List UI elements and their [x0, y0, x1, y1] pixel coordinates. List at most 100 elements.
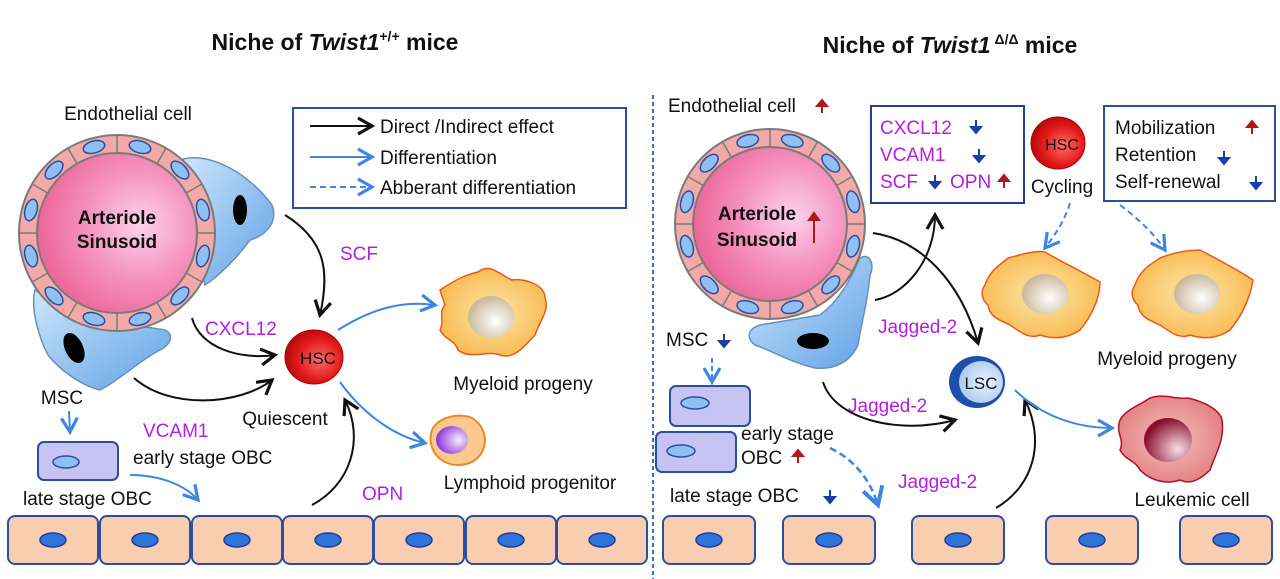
endothelial-nucleus	[44, 286, 64, 306]
down-arrow-icon	[1248, 176, 1264, 191]
hsc-label: HSC	[300, 349, 336, 368]
endothelial-to-factors-arrow	[874, 211, 945, 301]
hsc-state: Quiescent	[242, 409, 328, 430]
early-obc-label-line2: OBC	[741, 448, 782, 469]
up-arrow-icon	[1244, 119, 1260, 134]
endothelial-nucleus	[679, 234, 695, 258]
lymphoid-diff-arrow	[339, 381, 429, 450]
down-arrow-icon	[971, 149, 987, 164]
late-obc-cell	[7, 515, 99, 565]
late-obc-cell	[911, 515, 1005, 565]
factor-label: SCF	[880, 172, 918, 193]
hsc-state: Cycling	[1031, 177, 1093, 198]
vessel: Arteriole Sinusoid	[674, 128, 866, 320]
vessel: Arteriole Sinusoid	[18, 134, 216, 332]
endothelial-cell-border	[185, 183, 203, 194]
endothelial-cell-border	[185, 272, 203, 283]
signal-vcam1: VCAM1	[143, 421, 208, 442]
endothelial-nucleus	[170, 286, 190, 306]
endothelial-nucleus	[845, 234, 861, 258]
endothelial-nucleus	[821, 153, 841, 173]
myeloid-label: Myeloid progeny	[453, 374, 593, 395]
endothelial-nucleus	[44, 160, 64, 180]
late-obc-cell	[556, 515, 648, 565]
endothelial-cell-border	[31, 183, 49, 194]
endothelial-nucleus	[128, 311, 152, 327]
down-arrow-icon	[927, 175, 943, 190]
msc-label: MSC	[41, 388, 83, 409]
lymphoid-label: Lymphoid progenitor	[444, 473, 617, 494]
endothelial-cell-border	[687, 175, 704, 187]
aberrant-diff-arrow	[1119, 204, 1167, 253]
endothelial-nucleus	[128, 139, 152, 155]
late-obc-cell	[662, 515, 756, 565]
msc-label: MSC	[666, 330, 708, 351]
endothelial-nucleus	[170, 160, 190, 180]
late-obc-row	[7, 515, 648, 565]
factor-label: CXCL12	[880, 118, 952, 139]
endothelial-nucleus	[23, 244, 39, 268]
endothelial-cell-border	[721, 141, 733, 158]
late-obc-cell	[191, 515, 283, 565]
endothelial-nucleus	[195, 244, 211, 268]
legend-item: Direct /Indirect effect	[380, 117, 555, 138]
endothelial-nucleus	[780, 133, 804, 149]
late-obc-cell	[1045, 515, 1139, 565]
late-obc-label: late stage OBC	[23, 489, 152, 510]
late-obc-cell	[282, 515, 374, 565]
factor-label: VCAM1	[880, 145, 945, 166]
endothelial-nucleus	[845, 190, 861, 214]
myeloid-cell	[1131, 249, 1254, 339]
late-obc-label: late stage OBC	[670, 486, 799, 507]
msc-nucleus	[63, 333, 85, 363]
opn-arrow	[311, 397, 360, 506]
left-title: Niche of Twist1+/+ mice	[212, 28, 459, 55]
endothelial-nucleus	[736, 299, 760, 315]
early-obc-label: early stage OBC	[133, 448, 272, 469]
vessel-label-line1: Arteriole	[718, 204, 796, 225]
endothelial-cell-border	[67, 147, 78, 165]
late-obc-cell	[782, 515, 876, 565]
factor-label: OPN	[950, 172, 991, 193]
down-arrow-icon	[968, 120, 984, 135]
early-obc-label-line1: early stage	[741, 424, 834, 445]
endothelial-cell-border	[67, 301, 78, 319]
hsc-label: HSC	[1045, 137, 1079, 154]
endothelial-cell-border	[31, 272, 49, 283]
legend-item: Abberant differentiation	[380, 178, 576, 199]
endothelial-cell-border	[807, 141, 819, 158]
up-arrow-icon	[807, 211, 821, 243]
up-arrow-icon	[790, 448, 806, 463]
endothelial-nucleus	[82, 139, 106, 155]
vessel-label-line2: Sinusoid	[77, 232, 157, 253]
endothelial-label: Endothelial cell	[668, 96, 796, 117]
endothelial-cell-border	[836, 261, 853, 273]
leukemic-label: Leukemic cell	[1134, 490, 1249, 511]
hsc-effect-label: Retention	[1115, 145, 1196, 166]
msc-nucleus	[797, 333, 829, 349]
jagged2-label: Jagged-2	[898, 472, 977, 493]
late-obc-cell	[1179, 515, 1273, 565]
hsc-effect-label: Self-renewal	[1115, 172, 1221, 193]
late-obc-cell	[99, 515, 191, 565]
vessel-label-line1: Arteriole	[78, 208, 156, 229]
endothelial-nucleus	[82, 311, 106, 327]
endothelial-cell-border	[807, 290, 819, 307]
endothelial-cell-border	[721, 290, 733, 307]
legend-item: Differentiation	[380, 148, 497, 169]
early-obc-cell	[669, 385, 751, 427]
early-obc-cell	[37, 441, 119, 481]
left-panel: Niche of Twist1+/+ mice Endothelial cell…	[7, 28, 648, 565]
myeloid-cell	[439, 267, 547, 357]
myeloid-diff-arrow	[337, 293, 439, 331]
endothelial-cell-border	[687, 261, 704, 273]
hsc-cell: HSC	[1030, 116, 1086, 170]
up-arrow-icon	[814, 98, 830, 113]
jagged2-arrow	[872, 232, 984, 347]
late-obc-cell	[373, 515, 465, 565]
jagged2-arrow	[995, 397, 1040, 509]
jagged2-label: Jagged-2	[848, 396, 927, 417]
vessel-label-line2: Sinusoid	[717, 230, 797, 251]
